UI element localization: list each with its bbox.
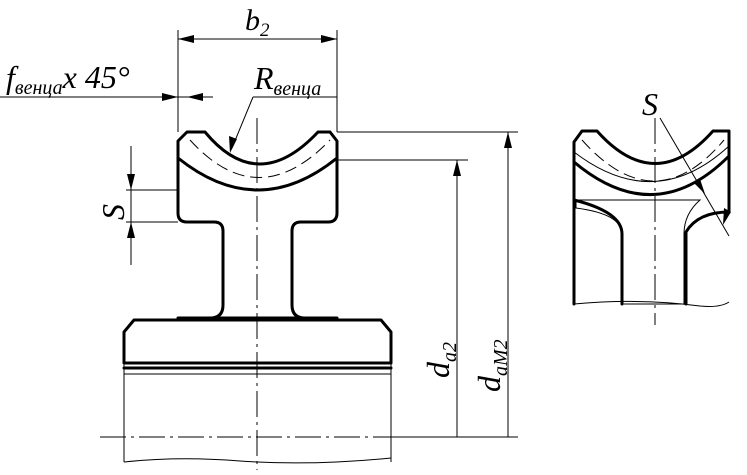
f-subscript: венца bbox=[15, 77, 63, 99]
dimension-dam2: daM2 bbox=[337, 131, 518, 438]
da2-subscript: a2 bbox=[439, 342, 461, 362]
dimension-da2: da2 bbox=[337, 159, 468, 438]
right-groove-dash bbox=[581, 139, 725, 182]
dimension-f-venca: fвенцаx 45° bbox=[0, 59, 213, 101]
right-groove-thin bbox=[573, 145, 730, 182]
pitch-dash-arc bbox=[189, 139, 331, 178]
left-section-view bbox=[100, 118, 420, 470]
dam2-label: d bbox=[471, 375, 507, 392]
s-right-label: S bbox=[642, 86, 658, 122]
svg-text:daM2: daM2 bbox=[471, 339, 512, 392]
da2-label: d bbox=[420, 361, 456, 378]
tooth-groove-inner bbox=[176, 156, 339, 192]
r-subscript: венца bbox=[274, 78, 322, 100]
b2-subscript: 2 bbox=[260, 20, 270, 41]
s-left-label: S bbox=[95, 204, 131, 220]
dimension-b2: b2 bbox=[177, 4, 338, 132]
right-groove-thick bbox=[572, 154, 731, 196]
svg-text:fвенцаx 45°: fвенцаx 45° bbox=[6, 59, 130, 99]
dimension-r-venca: Rвенца bbox=[229, 60, 337, 153]
break-line-bottom bbox=[123, 457, 392, 464]
right-web-section bbox=[575, 199, 702, 305]
svg-text:b2: b2 bbox=[245, 4, 270, 41]
b2-label: b bbox=[245, 4, 260, 37]
svg-text:da2: da2 bbox=[420, 342, 461, 378]
svg-text:Rвенца: Rвенца bbox=[253, 60, 321, 100]
right-section-view: S bbox=[572, 86, 731, 325]
r-label: R bbox=[253, 60, 274, 96]
dam2-subscript: aM2 bbox=[490, 339, 512, 376]
right-break-line bbox=[573, 300, 730, 307]
right-outline bbox=[572, 129, 731, 306]
dimension-s-left: S bbox=[95, 146, 178, 265]
rim-web-section bbox=[176, 130, 339, 320]
f-suffix: x 45° bbox=[62, 59, 130, 95]
right-web-fillet bbox=[572, 198, 624, 236]
